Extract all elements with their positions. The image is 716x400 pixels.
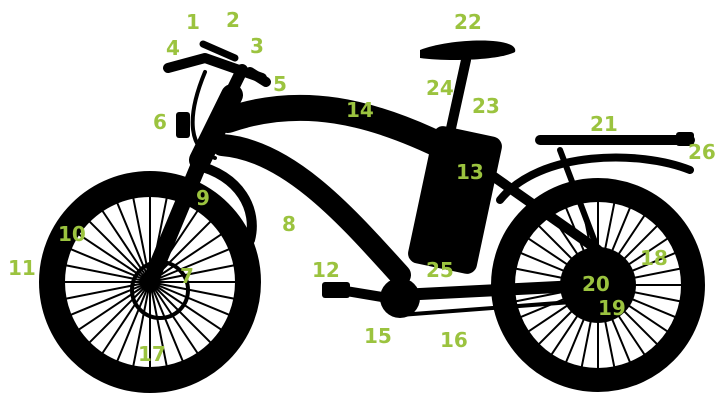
- callout-8: 8: [282, 214, 296, 234]
- callout-1: 1: [186, 12, 200, 32]
- callout-20: 20: [582, 274, 610, 294]
- front-light: [176, 112, 190, 138]
- callout-11: 11: [8, 258, 36, 278]
- callout-5: 5: [273, 74, 287, 94]
- callout-21: 21: [590, 114, 618, 134]
- callout-14: 14: [346, 100, 374, 120]
- callout-9: 9: [196, 188, 210, 208]
- callout-25: 25: [426, 260, 454, 280]
- callout-18: 18: [640, 248, 668, 268]
- callout-17: 17: [138, 344, 166, 364]
- callout-6: 6: [153, 112, 167, 132]
- callout-12: 12: [312, 260, 340, 280]
- spoke: [150, 282, 211, 343]
- spoke: [89, 221, 150, 282]
- callout-4: 4: [166, 38, 180, 58]
- bottom-bracket: [380, 278, 420, 318]
- left-pedal: [322, 282, 350, 298]
- callout-26: 26: [688, 142, 716, 162]
- callout-19: 19: [598, 298, 626, 318]
- front-hub: [140, 272, 160, 292]
- callout-23: 23: [472, 96, 500, 116]
- callout-16: 16: [440, 330, 468, 350]
- saddle: [420, 41, 515, 61]
- callout-13: 13: [456, 162, 484, 182]
- callout-10: 10: [58, 224, 86, 244]
- callout-2: 2: [226, 10, 240, 30]
- callout-22: 22: [454, 12, 482, 32]
- callout-3: 3: [250, 36, 264, 56]
- callout-24: 24: [426, 78, 454, 98]
- callout-7: 7: [180, 266, 194, 286]
- callout-15: 15: [364, 326, 392, 346]
